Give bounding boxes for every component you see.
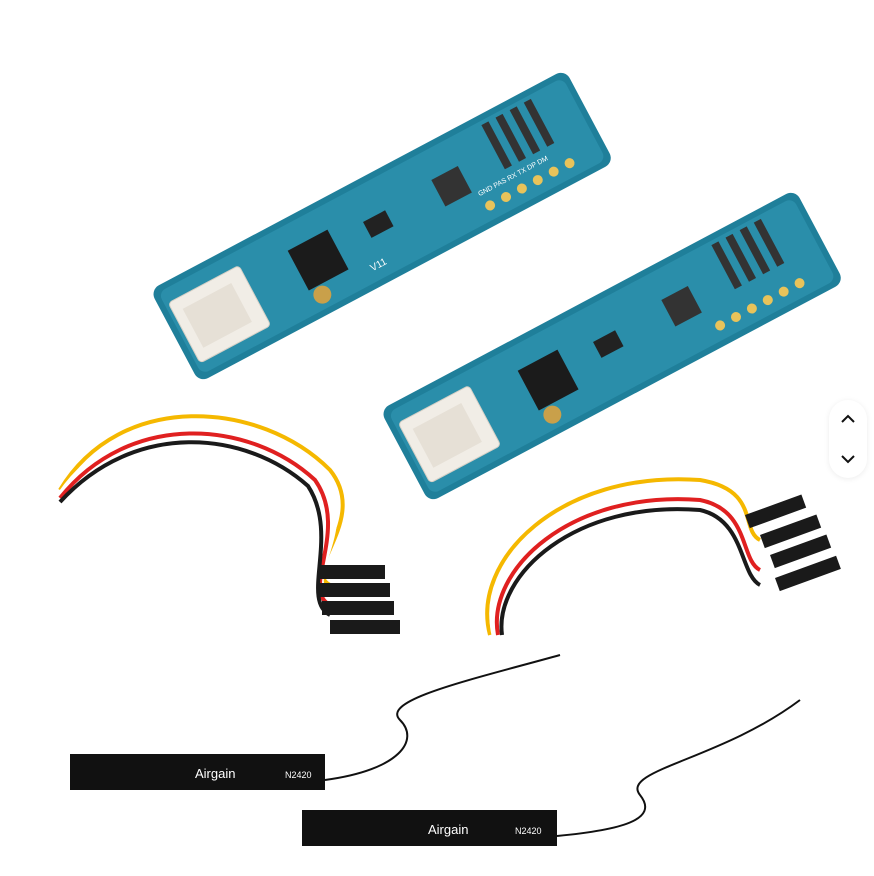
previous-image-button[interactable]	[829, 400, 867, 438]
antenna-2: Airgain N2420	[302, 699, 801, 846]
antenna-1: Airgain N2420	[70, 654, 561, 790]
image-carousel-nav	[829, 400, 867, 478]
svg-text:Airgain: Airgain	[195, 766, 235, 781]
svg-text:N2420: N2420	[285, 770, 312, 780]
chevron-up-icon	[841, 414, 855, 423]
next-image-button[interactable]	[829, 440, 867, 478]
svg-text:Airgain: Airgain	[428, 822, 468, 837]
chevron-down-icon	[841, 455, 855, 464]
cable-1	[57, 414, 400, 634]
board-1: V11 GND PAS RX TX DP DM	[149, 68, 615, 384]
cable-2	[485, 477, 841, 636]
svg-text:N2420: N2420	[515, 826, 542, 836]
